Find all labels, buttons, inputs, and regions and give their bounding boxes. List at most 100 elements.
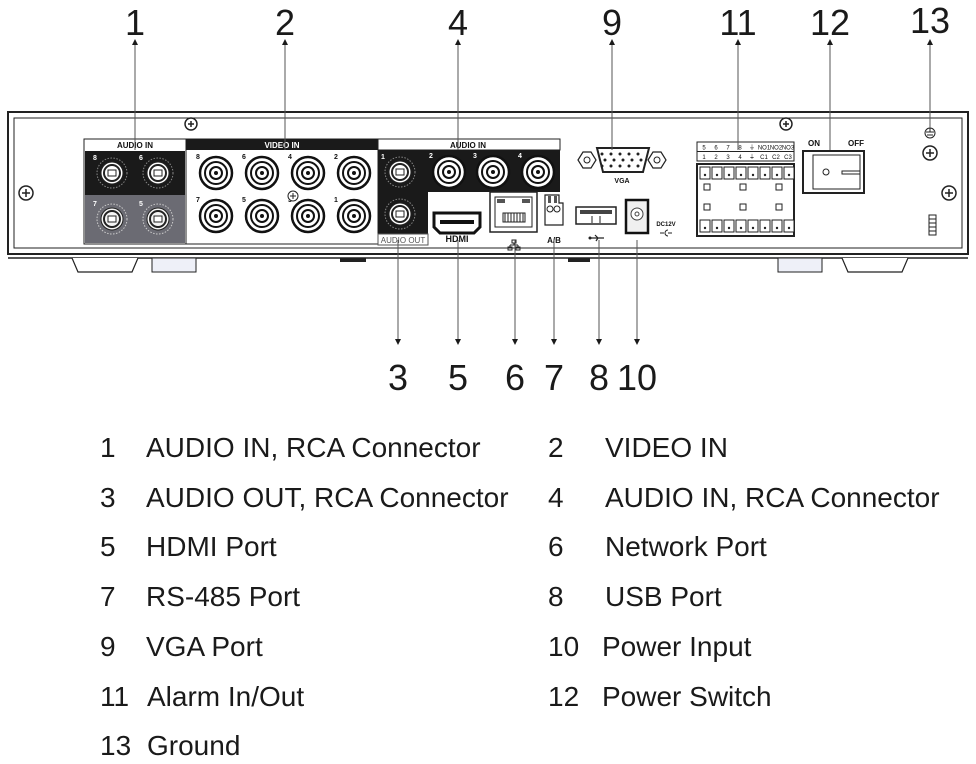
- rca-jack: 6: [139, 155, 174, 189]
- channel-number: 1: [334, 197, 338, 204]
- dc-polarity-icon: [660, 229, 672, 237]
- bnc-connector: 1: [334, 197, 372, 234]
- switch-on-label: ON: [808, 139, 820, 148]
- legend-number: 10: [548, 630, 580, 662]
- bnc-connector: 4: [288, 154, 326, 191]
- callout-number: 2: [274, 2, 296, 43]
- legend-number: 9: [100, 630, 116, 662]
- alarm-terminal-label: NO2: [770, 146, 783, 152]
- callout-lines: [132, 39, 933, 345]
- alarm-terminal-label: 1: [702, 155, 706, 161]
- screw-icon: [18, 185, 34, 201]
- dvr-rear-panel: AUDIO IN 8 6 7 5 VIDEO IN 8 6 4 2 7 5 3 1 AUDIO IN…: [7, 39, 969, 345]
- legend-label: AUDIO IN, RCA Connector: [146, 432, 481, 463]
- callout-number: 4: [447, 2, 469, 43]
- channel-number: 1: [381, 154, 385, 161]
- audio-in-right-label: AUDIO IN: [450, 141, 486, 150]
- callout-number: 1: [124, 2, 146, 43]
- legend-label: AUDIO IN, RCA Connector: [605, 481, 940, 513]
- alarm-terminal-label: 8: [738, 146, 742, 152]
- usb-port: [575, 206, 617, 242]
- channel-number: 6: [139, 155, 143, 162]
- channel-number: 7: [196, 197, 200, 204]
- legend-label: Power Switch: [602, 680, 772, 712]
- rca-jack: [384, 198, 416, 230]
- legend-number: 4: [548, 481, 564, 513]
- rca-jack: 1: [381, 154, 416, 188]
- channel-number: 5: [139, 201, 143, 208]
- alarm-terminal-label: C3: [784, 155, 792, 161]
- legend-number: 7: [100, 581, 116, 613]
- alarm-terminal-label: ⏚: [749, 154, 755, 161]
- audio-out-label: AUDIO OUT: [381, 236, 426, 245]
- video-in-label: VIDEO IN: [264, 141, 299, 150]
- callout-number: 10: [616, 357, 658, 398]
- network-icon: [507, 239, 521, 251]
- power-switch: ON OFF: [802, 139, 865, 194]
- rs485-port: A/B: [544, 194, 564, 245]
- callout-number: 5: [447, 357, 469, 398]
- alarm-terminal-label: NO3: [782, 146, 795, 152]
- legend-label: AUDIO OUT, RCA Connector: [146, 481, 509, 513]
- network-port: [489, 191, 538, 251]
- alarm-terminal-label: C2: [772, 155, 780, 161]
- channel-number: 4: [288, 154, 292, 161]
- screw-icon: [779, 117, 793, 131]
- power-input-port: DC12V: [624, 198, 676, 237]
- dc-label: DC12V: [656, 222, 675, 228]
- ground-terminal: [922, 127, 938, 236]
- channel-number: 4: [518, 153, 522, 160]
- legend-number: 1: [100, 432, 116, 463]
- vga-port: VGA: [577, 147, 667, 185]
- callout-number: 11: [719, 2, 757, 43]
- callout-number: 7: [543, 357, 565, 398]
- channel-number: 2: [429, 153, 433, 160]
- usb-icon: [588, 234, 604, 242]
- legend-label: Network Port: [605, 531, 767, 563]
- alarm-terminal-label: ⏚: [749, 145, 755, 152]
- audio-in-right-block: AUDIO IN AUDIO OUT 1 2 3 4: [377, 138, 561, 246]
- channel-number: 8: [93, 155, 97, 162]
- callout-number: 12: [809, 2, 851, 43]
- legend-label: USB Port: [605, 581, 722, 613]
- legend-number: 2: [548, 432, 564, 463]
- bnc-connector: 3: [473, 153, 511, 190]
- rca-jack: 7: [93, 201, 128, 235]
- rca-jack: 5: [139, 201, 174, 235]
- alarm-terminal-label: C1: [760, 155, 768, 161]
- alarm-terminal-label: NO1: [758, 146, 771, 152]
- legend-label: RS-485 Port: [146, 581, 301, 613]
- legend-number: 12: [548, 680, 580, 712]
- bnc-connector: 4: [518, 153, 556, 190]
- channel-number: 3: [473, 153, 477, 160]
- legend-label: Ground: [147, 730, 241, 762]
- vga-label: VGA: [614, 178, 629, 185]
- bnc-connector: 2: [334, 154, 372, 191]
- screw-icon: [941, 185, 957, 201]
- legend-label: Alarm In/Out: [147, 680, 305, 712]
- legend-number: 5: [100, 531, 116, 563]
- legend-label: VGA Port: [146, 630, 263, 662]
- legend-label: HDMI Port: [146, 531, 277, 563]
- screw-icon: [922, 145, 938, 161]
- channel-number: 2: [334, 154, 338, 161]
- hdmi-label: HDMI: [446, 234, 469, 244]
- alarm-terminal-label: 3: [726, 155, 730, 161]
- alarm-terminal-label: 4: [738, 155, 742, 161]
- alarm-terminal-label: 2: [714, 155, 718, 161]
- bnc-connector: 5: [242, 197, 280, 234]
- channel-number: 5: [242, 197, 246, 204]
- callout-number: 6: [504, 357, 526, 398]
- legend-label: VIDEO IN: [605, 432, 728, 463]
- alarm-terminal-label: 7: [726, 146, 730, 152]
- channel-number: 6: [242, 154, 246, 161]
- rca-jack: 8: [93, 155, 128, 189]
- hdmi-port: HDMI: [432, 211, 482, 244]
- legend-number: 3: [100, 481, 116, 513]
- legend-number: 8: [548, 581, 564, 613]
- bnc-connector: 3: [288, 197, 326, 234]
- alarm-terminal-label: 6: [714, 146, 718, 152]
- callout-number: 13: [909, 0, 951, 41]
